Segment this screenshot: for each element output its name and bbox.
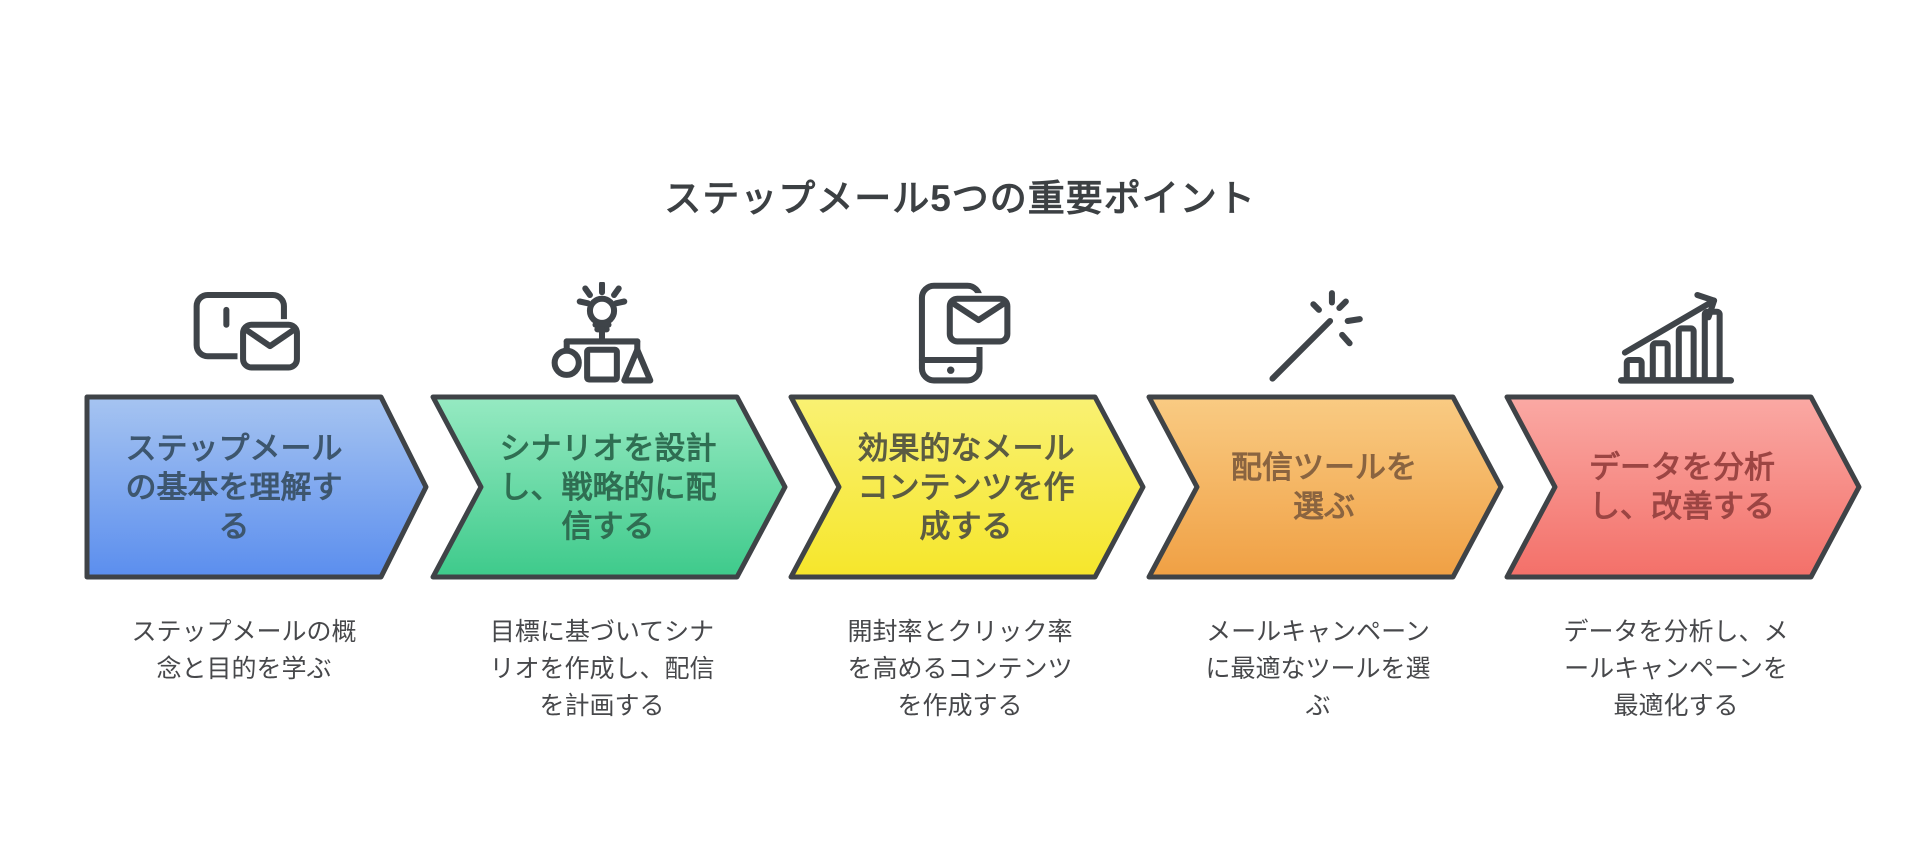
phone-mail-icon [898, 282, 1022, 386]
step-arrow-1 [84, 394, 429, 580]
step-arrow-3 [788, 394, 1146, 580]
step-description-2: 目標に基づいてシナ リオを作成し、配信 を計画する [489, 618, 715, 720]
lightbulb-flowchart-icon [540, 282, 664, 386]
step-arrow-2 [430, 394, 788, 580]
step-label-4: 配信ツールを 選ぶ [1231, 450, 1417, 524]
step-label-5: データを分析 し、改善する [1589, 450, 1775, 524]
step-label-3: 効果的なメール コンテンツを作 成する [857, 430, 1075, 544]
step-label-2: シナリオを設計 し、戦略的に配 信する [499, 430, 717, 544]
step-arrow-5 [1504, 394, 1862, 580]
card-mail-icon [182, 282, 306, 386]
step-label-1: ステップメール の基本を理解す る [125, 430, 343, 544]
step-description-1: ステップメールの概 念と目的を学ぶ [131, 618, 357, 683]
growth-chart-icon [1614, 282, 1738, 386]
step-description-3: 開封率とクリック率 を高めるコンテンツ を作成する [847, 618, 1073, 720]
step-description-5: データを分析し、メ ールキャンペーンを 最適化する [1563, 618, 1789, 720]
step-description-4: メールキャンペーン に最適なツールを選 ぶ [1205, 618, 1431, 720]
step-arrow-4 [1146, 394, 1504, 580]
page-title: ステップメール5つの重要ポイント [664, 178, 1256, 219]
magic-wand-icon [1256, 282, 1380, 386]
